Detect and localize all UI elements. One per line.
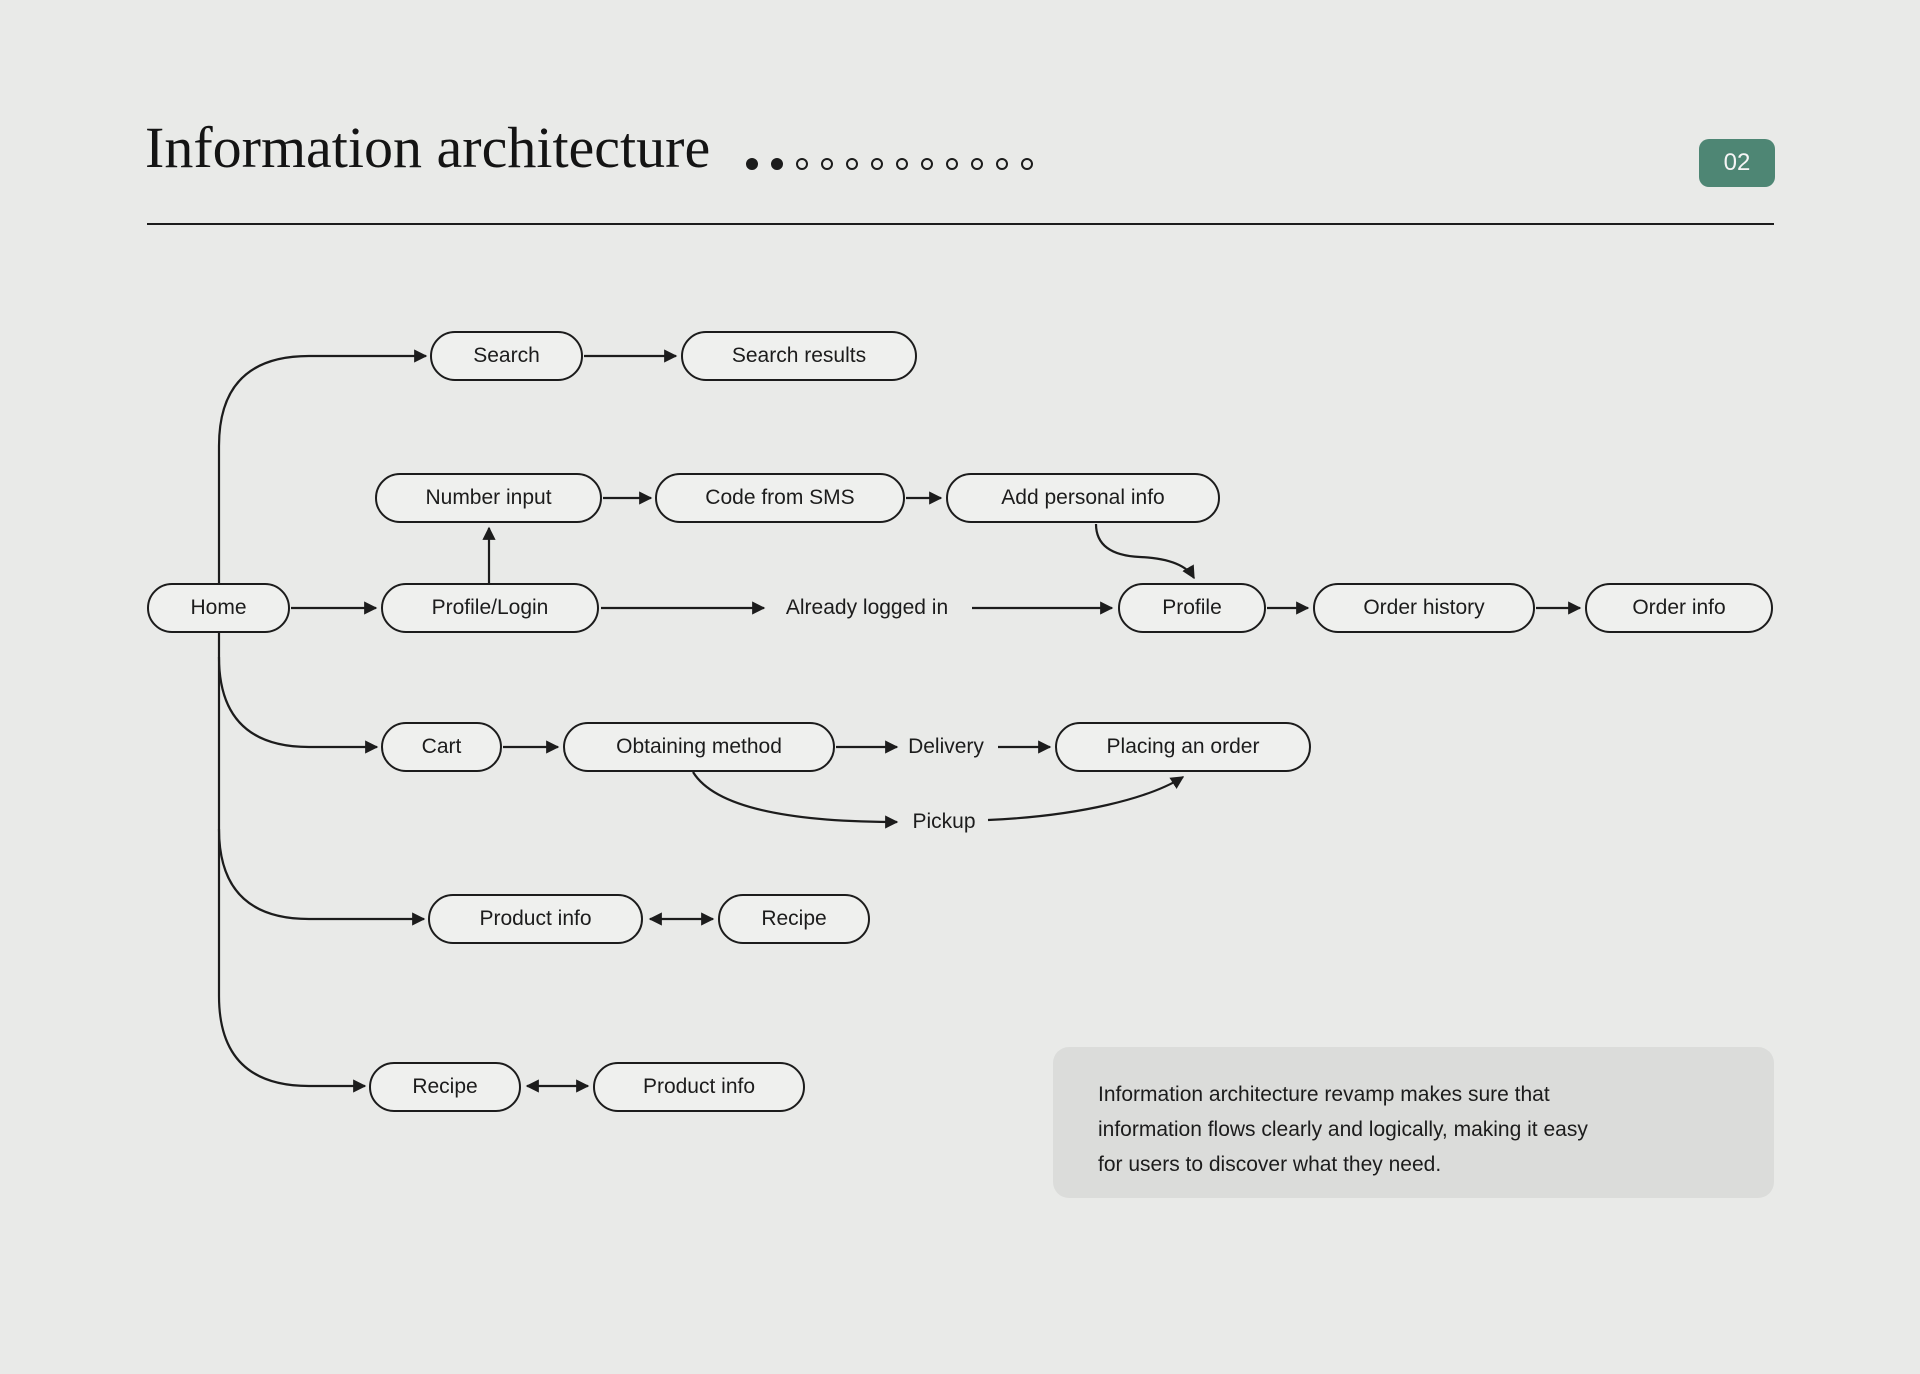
pager-dot[interactable] bbox=[896, 158, 908, 170]
node-home: Home bbox=[147, 583, 290, 633]
node-order-info: Order info bbox=[1585, 583, 1773, 633]
note-line: information flows clearly and logically,… bbox=[1098, 1118, 1588, 1141]
note-line: for users to discover what they need. bbox=[1098, 1153, 1442, 1176]
note-line: Information architecture revamp makes su… bbox=[1098, 1083, 1550, 1106]
node-obtaining-method: Obtaining method bbox=[563, 722, 835, 772]
node-number-input: Number input bbox=[375, 473, 602, 523]
pager-dot[interactable] bbox=[871, 158, 883, 170]
node-order-history: Order history bbox=[1313, 583, 1535, 633]
pager-dot[interactable] bbox=[846, 158, 858, 170]
pager-dot[interactable] bbox=[921, 158, 933, 170]
node-search-results: Search results bbox=[681, 331, 917, 381]
pager-dots bbox=[746, 158, 1033, 170]
pager-dot[interactable] bbox=[971, 158, 983, 170]
page-title: Information architecture bbox=[145, 115, 711, 180]
label-already-logged-in: Already logged in bbox=[785, 596, 949, 619]
node-product-info-bottom: Product info bbox=[593, 1062, 805, 1112]
node-code-from-sms: Code from SMS bbox=[655, 473, 905, 523]
node-search: Search bbox=[430, 331, 583, 381]
pager-dot[interactable] bbox=[946, 158, 958, 170]
edge-pickup-placing bbox=[987, 776, 1185, 822]
edge-obtaining-pickup bbox=[692, 771, 899, 829]
node-profile-login: Profile/Login bbox=[381, 583, 599, 633]
edge-home-recipe bbox=[217, 995, 367, 1093]
header-divider bbox=[147, 223, 1774, 225]
label-delivery: Delivery bbox=[908, 735, 984, 758]
node-add-personal-info: Add personal info bbox=[946, 473, 1220, 523]
pager-dot[interactable] bbox=[1021, 158, 1033, 170]
note-box: Information architecture revamp makes su… bbox=[1053, 1047, 1774, 1198]
label-pickup: Pickup bbox=[912, 810, 976, 833]
pager-dot[interactable] bbox=[796, 158, 808, 170]
node-profile: Profile bbox=[1118, 583, 1266, 633]
node-recipe-top: Recipe bbox=[718, 894, 870, 944]
edge-addinfo-profile bbox=[1094, 523, 1195, 580]
node-placing-an-order: Placing an order bbox=[1055, 722, 1311, 772]
edge-home-cart bbox=[217, 656, 379, 754]
edge-home-search bbox=[217, 349, 428, 447]
page-number-badge: 02 bbox=[1699, 139, 1775, 187]
pager-dot[interactable] bbox=[746, 158, 758, 170]
pager-dot[interactable] bbox=[996, 158, 1008, 170]
node-cart: Cart bbox=[381, 722, 502, 772]
edge-home-productinfo bbox=[217, 828, 426, 926]
node-product-info-top: Product info bbox=[428, 894, 643, 944]
pager-dot[interactable] bbox=[771, 158, 783, 170]
pager-dot[interactable] bbox=[821, 158, 833, 170]
node-recipe-bottom: Recipe bbox=[369, 1062, 521, 1112]
